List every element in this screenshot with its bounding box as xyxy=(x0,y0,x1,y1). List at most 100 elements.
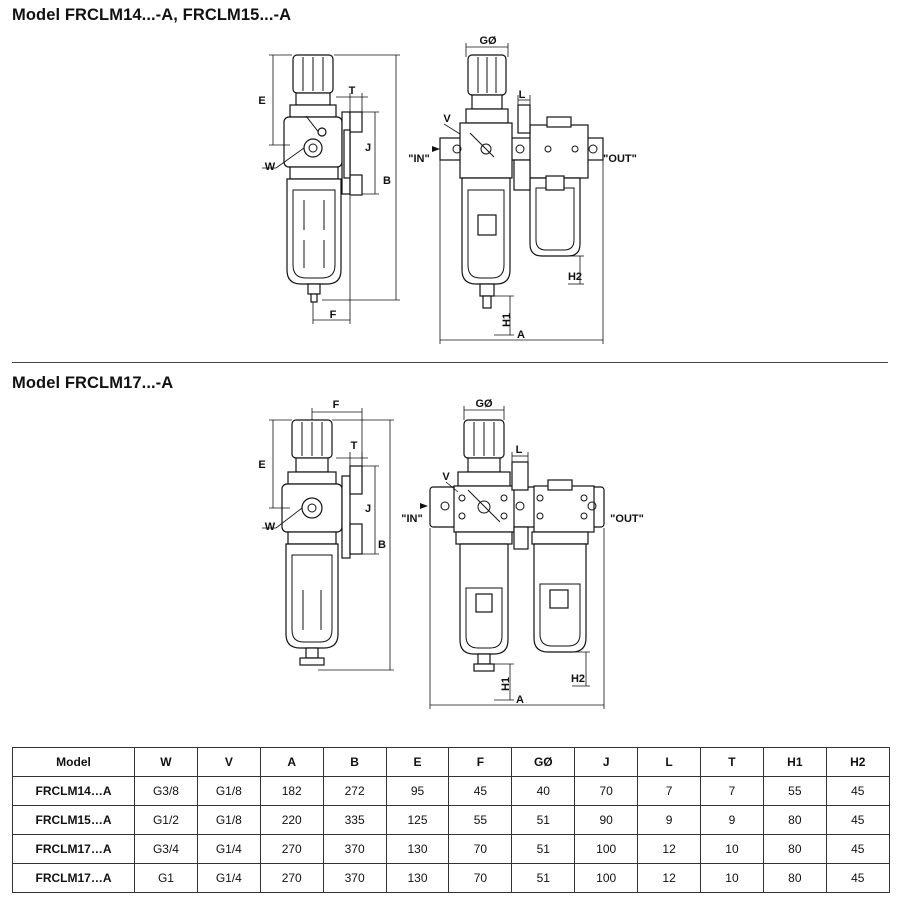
label-F: F xyxy=(330,309,337,321)
label-G: GØ xyxy=(479,35,497,47)
cell: 80 xyxy=(762,834,827,864)
table-row: FRCLM14…A G3/8 G1/8 182 272 95 45 40 70 … xyxy=(12,776,890,806)
side-view-unit: E W T J B F xyxy=(258,54,400,324)
table-header-row: Model W V A B E F GØ J L T H1 H2 xyxy=(12,747,890,777)
cell: 130 xyxy=(385,834,450,864)
cell-model: FRCLM15…A xyxy=(12,805,135,835)
label-T: T xyxy=(351,440,358,452)
col-header-t: T xyxy=(700,747,764,777)
cell: 80 xyxy=(762,805,827,835)
col-header-b: B xyxy=(322,747,387,777)
label-OUT: "OUT" xyxy=(603,153,637,165)
label-B: B xyxy=(383,175,391,187)
cell: 45 xyxy=(448,776,513,806)
label-H1: H1 xyxy=(501,313,513,327)
label-E: E xyxy=(258,95,265,107)
col-header-w: W xyxy=(134,747,198,777)
cell: G1/8 xyxy=(196,805,261,835)
cell: G1/4 xyxy=(196,863,261,893)
label-H2: H2 xyxy=(568,271,582,283)
drawing-frclm14-15: E W T J B F xyxy=(258,35,637,344)
cell: 40 xyxy=(511,776,576,806)
cell: 270 xyxy=(259,863,324,893)
label-L: L xyxy=(519,89,526,101)
label-W: W xyxy=(265,521,276,533)
cell: 100 xyxy=(574,834,639,864)
cell-model: FRCLM17…A xyxy=(12,863,135,893)
cell: 51 xyxy=(511,805,576,835)
side-view-unit: E W T J B F xyxy=(258,399,394,671)
label-OUT: "OUT" xyxy=(610,513,644,525)
cell: 270 xyxy=(259,834,324,864)
cell: G1/4 xyxy=(196,834,261,864)
label-V: V xyxy=(442,471,450,483)
table-row: FRCLM15…A G1/2 G1/8 220 335 125 55 51 90… xyxy=(12,805,890,835)
cell: 70 xyxy=(448,834,513,864)
label-J: J xyxy=(365,142,371,154)
cell: 12 xyxy=(637,834,702,864)
table-row: FRCLM17…A G1 G1/4 270 370 130 70 51 100 … xyxy=(12,863,890,893)
label-V: V xyxy=(443,113,451,125)
front-view-unit: GØ V L "IN" "OUT" H1 H2 A xyxy=(401,398,644,709)
label-L: L xyxy=(516,444,523,456)
col-header-a: A xyxy=(259,747,324,777)
cell: 7 xyxy=(637,776,702,806)
label-H1: H1 xyxy=(500,677,512,691)
label-J: J xyxy=(365,503,371,515)
col-header-j: J xyxy=(574,747,639,777)
cell: 95 xyxy=(385,776,450,806)
cell: 272 xyxy=(322,776,387,806)
cell: 51 xyxy=(511,863,576,893)
cell: 100 xyxy=(574,863,639,893)
cell: 90 xyxy=(574,805,639,835)
label-IN: "IN" xyxy=(401,513,422,525)
label-E: E xyxy=(258,459,265,471)
col-header-f: F xyxy=(448,747,513,777)
cell: 45 xyxy=(825,834,890,864)
dimensions-table: Model W V A B E F GØ J L T H1 H2 FRCLM14… xyxy=(12,747,890,893)
table-row: FRCLM17…A G3/4 G1/4 270 370 130 70 51 10… xyxy=(12,834,890,864)
col-header-l: L xyxy=(637,747,702,777)
cell: 51 xyxy=(511,834,576,864)
cell: 45 xyxy=(825,805,890,835)
col-header-h2: H2 xyxy=(825,747,890,777)
cell: 70 xyxy=(448,863,513,893)
col-header-g: GØ xyxy=(511,747,576,777)
label-T: T xyxy=(349,85,356,97)
cell: 370 xyxy=(322,863,387,893)
cell: G1 xyxy=(134,863,198,893)
col-header-h1: H1 xyxy=(762,747,827,777)
drawing-frclm17: E W T J B F xyxy=(258,398,644,709)
cell: 125 xyxy=(385,805,450,835)
cell: G1/8 xyxy=(196,776,261,806)
cell: 7 xyxy=(700,776,764,806)
cell: 370 xyxy=(322,834,387,864)
label-F: F xyxy=(333,399,340,411)
cell: 220 xyxy=(259,805,324,835)
label-A: A xyxy=(516,694,524,706)
cell: 9 xyxy=(637,805,702,835)
label-A: A xyxy=(517,329,525,341)
cell: 45 xyxy=(825,776,890,806)
front-view-unit: GØ V L "IN" "OUT" H1 H2 A xyxy=(408,35,637,344)
cell: 55 xyxy=(448,805,513,835)
cell-model: FRCLM17…A xyxy=(12,834,135,864)
label-W: W xyxy=(265,161,276,173)
cell: 10 xyxy=(700,834,764,864)
label-IN: "IN" xyxy=(408,153,429,165)
cell: 12 xyxy=(637,863,702,893)
col-header-v: V xyxy=(196,747,261,777)
cell-model: FRCLM14…A xyxy=(12,776,135,806)
cell: 45 xyxy=(825,863,890,893)
cell: G3/8 xyxy=(134,776,198,806)
cell: G3/4 xyxy=(134,834,198,864)
cell: 70 xyxy=(574,776,639,806)
cell: 80 xyxy=(762,863,827,893)
col-header-e: E xyxy=(385,747,450,777)
cell: 335 xyxy=(322,805,387,835)
cell: 182 xyxy=(259,776,324,806)
cell: 55 xyxy=(762,776,827,806)
cell: 10 xyxy=(700,863,764,893)
label-B: B xyxy=(378,539,386,551)
col-header-model: Model xyxy=(12,747,135,777)
